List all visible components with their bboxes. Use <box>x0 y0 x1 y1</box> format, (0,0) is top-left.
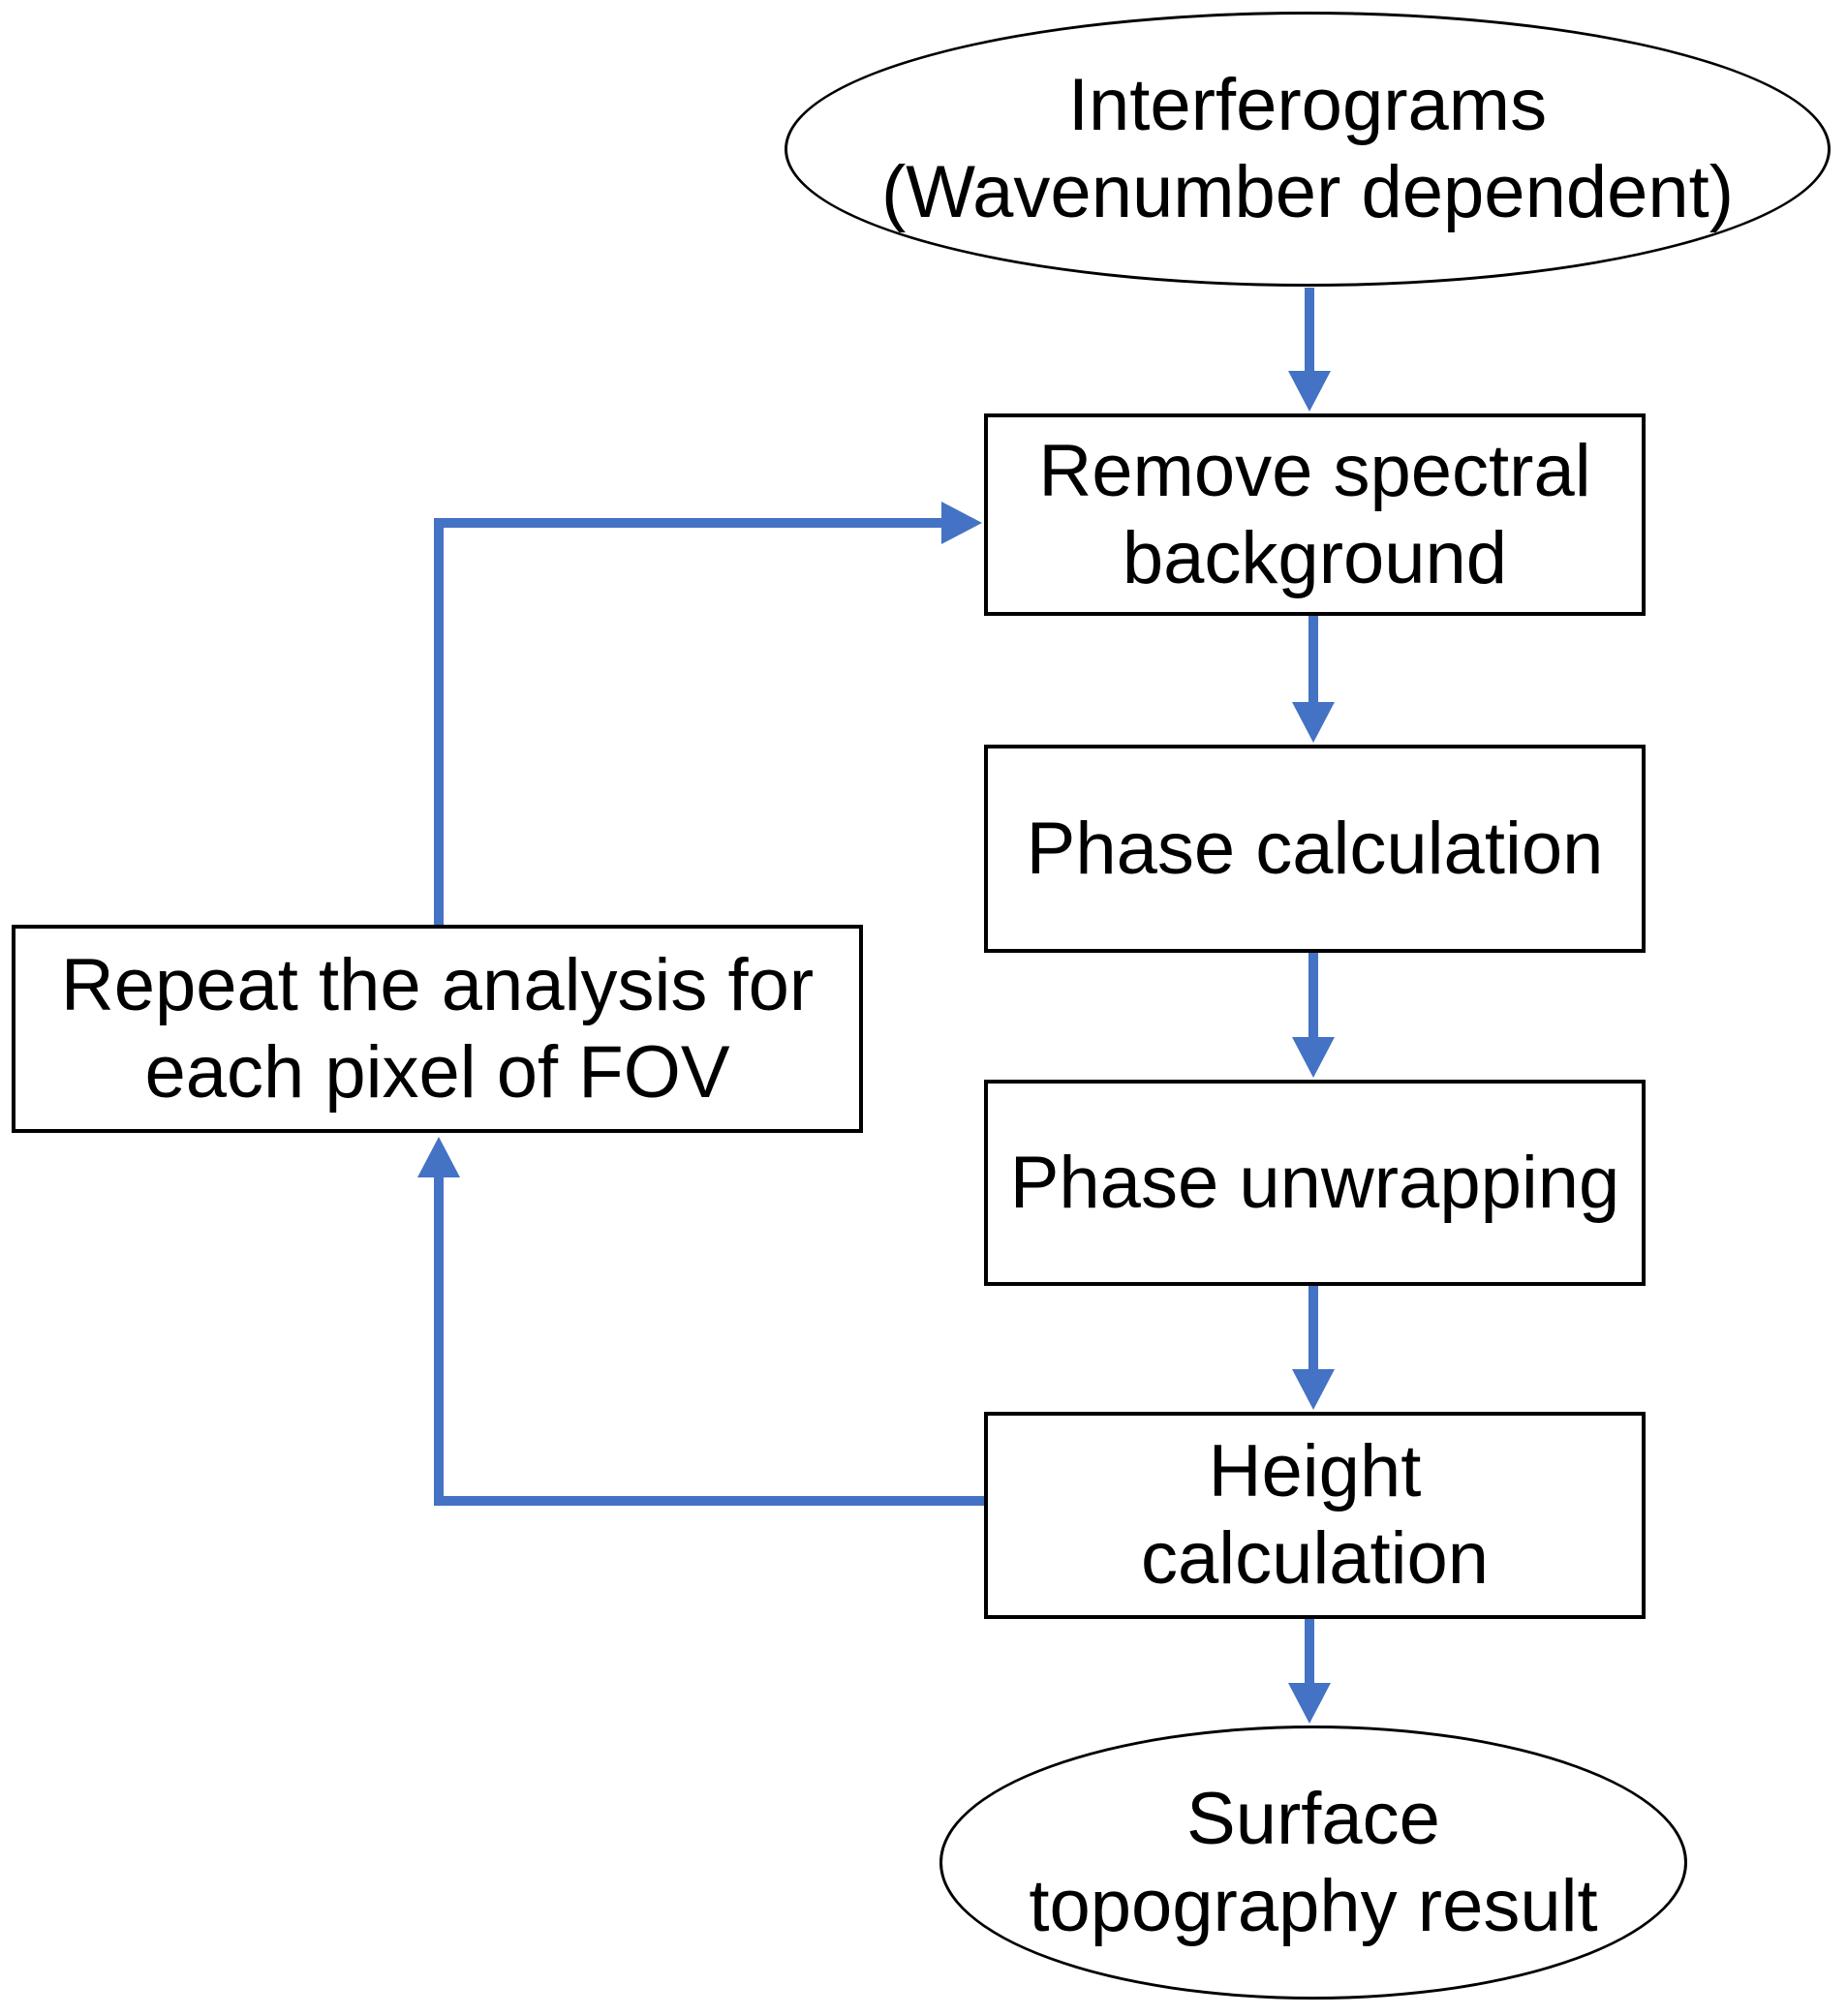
node-label-line: topography result <box>1029 1864 1598 1947</box>
node-label-line: Surface <box>1186 1777 1440 1860</box>
node-height-calculation-label: Height calculation <box>1141 1428 1489 1602</box>
node-phase-calculation-label: Phase calculation <box>1027 806 1604 893</box>
arrow-phase-unwrapping-to-height-calculation <box>1292 1286 1335 1410</box>
node-height-calculation: Height calculation <box>984 1412 1646 1619</box>
node-phase-unwrapping-label: Phase unwrapping <box>1010 1140 1620 1227</box>
node-label-line: (Wavenumber dependent) <box>880 151 1735 233</box>
node-surface-topography-result: Surface topography result <box>939 1726 1687 2000</box>
node-interferograms: Interferograms (Wavenumber dependent) <box>785 12 1831 287</box>
node-phase-calculation: Phase calculation <box>984 745 1646 953</box>
node-interferograms-label: Interferograms (Wavenumber dependent) <box>881 62 1734 235</box>
node-label-line: Repeat the analysis for <box>60 943 815 1026</box>
node-remove-spectral-background: Remove spectral background <box>984 413 1646 616</box>
node-label-line: Remove spectral <box>1038 429 1591 512</box>
node-label-line: Interferograms <box>1067 64 1548 147</box>
node-phase-unwrapping: Phase unwrapping <box>984 1080 1646 1286</box>
node-label-line: Phase unwrapping <box>1009 1141 1620 1224</box>
arrow-phase-calculation-to-phase-unwrapping <box>1292 953 1335 1078</box>
node-label-line: Phase calculation <box>1026 807 1604 890</box>
arrow-height-calculation-to-repeat-loop <box>417 1137 984 1506</box>
node-repeat-loop: Repeat the analysis for each pixel of FO… <box>12 925 863 1133</box>
arrow-remove-background-to-phase-calculation <box>1292 616 1335 743</box>
node-label-line: each pixel of FOV <box>144 1030 730 1114</box>
arrow-start-to-remove-background <box>1288 288 1331 412</box>
node-remove-spectral-background-label: Remove spectral background <box>1038 428 1590 601</box>
node-label-line: Height <box>1208 1430 1422 1513</box>
node-repeat-loop-label: Repeat the analysis for each pixel of FO… <box>61 942 814 1115</box>
node-label-line: calculation <box>1140 1517 1490 1600</box>
arrow-repeat-loop-to-remove-background <box>434 502 982 925</box>
node-label-line: background <box>1122 516 1508 599</box>
arrow-height-calculation-to-end <box>1288 1619 1331 1724</box>
node-surface-topography-result-label: Surface topography result <box>1029 1776 1597 1949</box>
